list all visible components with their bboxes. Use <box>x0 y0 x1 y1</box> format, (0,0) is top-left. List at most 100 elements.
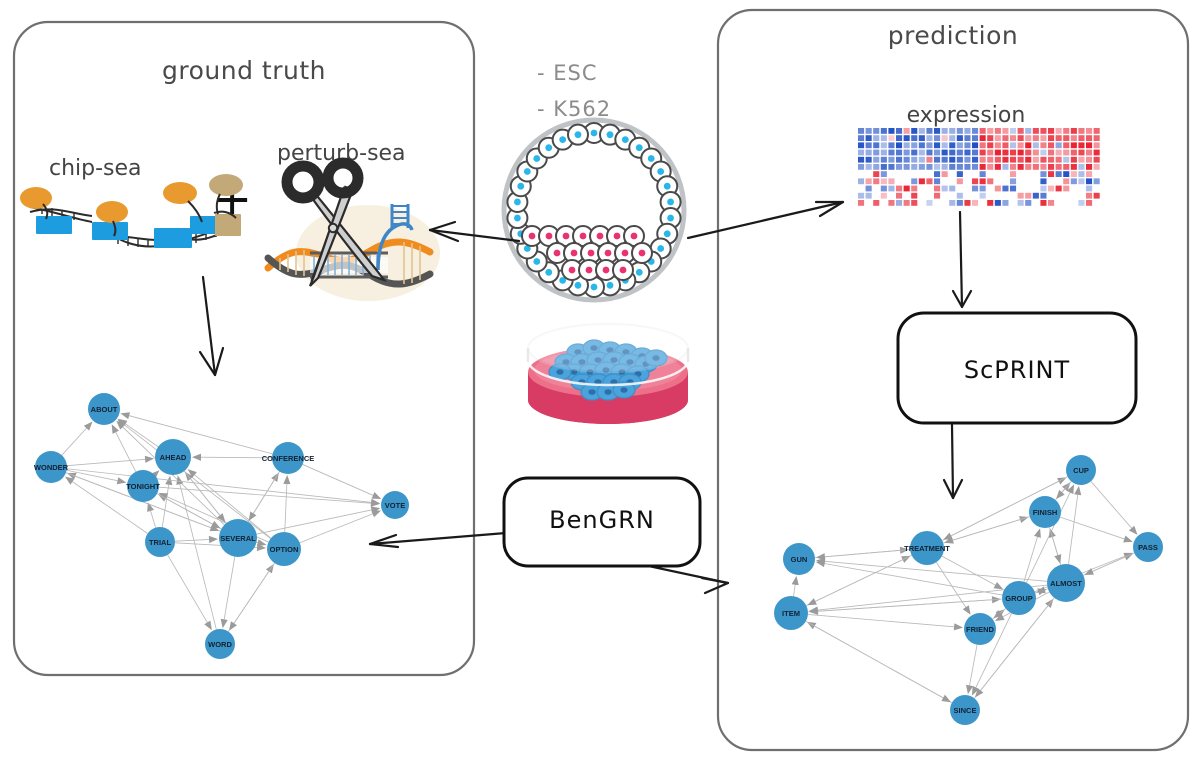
grn-node[interactable]: CUP <box>1066 455 1096 485</box>
heatmap-cell <box>911 185 918 192</box>
heatmap-cell <box>949 156 956 163</box>
heatmap-cell <box>858 149 865 156</box>
scprint-box[interactable] <box>896 311 1138 425</box>
heatmap-cell <box>1063 135 1070 141</box>
grn-edge-arrowhead <box>147 502 154 512</box>
heatmap-cell <box>1017 142 1024 149</box>
grn-edge <box>66 468 375 504</box>
heatmap-cell <box>1040 149 1047 156</box>
heatmap-cell <box>1070 135 1077 141</box>
heatmap-cell <box>858 164 865 170</box>
heatmap-cell <box>1002 128 1009 134</box>
heatmap-cell <box>979 171 986 177</box>
heatmap-cell <box>987 128 994 134</box>
heatmap-cell <box>911 164 918 170</box>
grn-edge <box>1089 552 1135 573</box>
heatmap-cell <box>956 142 963 149</box>
grn-node[interactable]: ITEM <box>774 596 808 630</box>
grn-node-label: SEVERAL <box>220 534 256 543</box>
heatmap-cell <box>1048 128 1055 134</box>
heatmap-cell <box>956 156 963 163</box>
heatmap-cell <box>956 128 963 134</box>
grn-node[interactable]: TONIGHT <box>126 470 160 502</box>
grn-node[interactable]: SEVERAL <box>219 519 257 557</box>
heatmap-cell <box>949 185 956 192</box>
grn-node[interactable]: FRIEND <box>964 613 996 645</box>
grn-edge-arrowhead <box>1054 554 1062 564</box>
trophectoderm-cell <box>656 222 679 245</box>
heatmap-cell <box>896 164 903 170</box>
grn-node[interactable]: FINISH <box>1029 496 1061 528</box>
heatmap-cell <box>994 156 1001 163</box>
grn-edge <box>183 470 223 518</box>
heatmap-cell <box>972 128 979 134</box>
grn-edge <box>197 456 273 459</box>
grn-node[interactable]: WONDER <box>34 451 69 483</box>
heatmap-cell <box>926 200 933 206</box>
grn-edge-arrowhead <box>1034 528 1041 538</box>
grn-node-label: AHEAD <box>160 453 187 462</box>
grn-node[interactable]: ABOUT <box>88 393 120 425</box>
arrow-expression-to-scprint <box>951 210 973 309</box>
grn-edge-arrowhead <box>228 621 237 631</box>
heatmap-cell <box>1048 164 1055 170</box>
heatmap-cell <box>934 185 941 192</box>
heatmap-cell <box>1078 200 1085 206</box>
grn-edge <box>1068 491 1079 565</box>
grn-edge <box>114 429 137 472</box>
grn-node[interactable]: PASS <box>1133 532 1163 562</box>
heatmap-cell <box>918 142 925 149</box>
heatmap-cell <box>926 135 933 141</box>
cultured-cell <box>644 349 668 367</box>
heatmap-cell <box>1063 171 1070 177</box>
heatmap-cell <box>1040 128 1047 134</box>
heatmap-cell <box>926 156 933 163</box>
heatmap-cell <box>1017 135 1024 141</box>
grn-node-label: OPTION <box>270 545 299 554</box>
grn-edge <box>814 598 1003 612</box>
expression-label: expression <box>907 103 1026 128</box>
heatmap-cell <box>926 164 933 170</box>
heatmap-cell <box>979 156 986 163</box>
grn-node[interactable]: OPTION <box>267 532 301 566</box>
bengrn-box[interactable] <box>502 476 702 568</box>
heatmap-cell <box>956 164 963 170</box>
heatmap-cell <box>941 142 948 149</box>
grn-node-label: CONFERENCE <box>262 454 315 463</box>
grn-edge-arrowhead <box>204 620 212 631</box>
heatmap-cell <box>941 135 948 141</box>
heatmap-cell <box>1010 164 1017 170</box>
heatmap-cell <box>1040 171 1047 177</box>
grn-edge <box>156 493 216 526</box>
grn-node[interactable]: TRIAL <box>145 527 175 557</box>
grn-node[interactable]: VOTE <box>381 491 409 519</box>
grn-node[interactable]: WORD <box>205 629 235 659</box>
grn-edge <box>299 512 376 544</box>
heatmap-cell <box>873 164 880 170</box>
cell-type-k562: - K562 <box>537 97 611 121</box>
heatmap-cell <box>1055 164 1062 170</box>
grn-node[interactable]: GUN <box>783 543 815 575</box>
grn-edge <box>167 554 210 626</box>
grn-edge <box>974 613 1012 691</box>
heatmap-cell <box>865 128 872 134</box>
grn-edge-arrowhead <box>966 684 974 695</box>
heatmap-cell <box>873 142 880 149</box>
grn-node[interactable]: ALMOST <box>1047 564 1085 602</box>
grn-node[interactable]: TREATMENT <box>904 531 950 565</box>
grn-node[interactable]: SINCE <box>950 695 980 725</box>
grn-node[interactable]: AHEAD <box>155 439 191 475</box>
grn-edge-arrowhead <box>144 455 155 463</box>
chip-seq-label: chip-sea <box>49 156 142 181</box>
grn-node[interactable]: GROUP <box>1002 581 1036 615</box>
heatmap-cell <box>918 149 925 156</box>
grn-edge-arrowhead <box>209 524 220 532</box>
inner-cell-mass-cell <box>578 259 600 281</box>
heatmap-cell <box>1002 156 1009 163</box>
grn-node[interactable]: CONFERENCE <box>262 442 315 474</box>
grn-edge-arrowhead <box>993 581 1004 590</box>
heatmap-cell <box>1093 178 1100 185</box>
heatmap-cell <box>941 171 948 177</box>
